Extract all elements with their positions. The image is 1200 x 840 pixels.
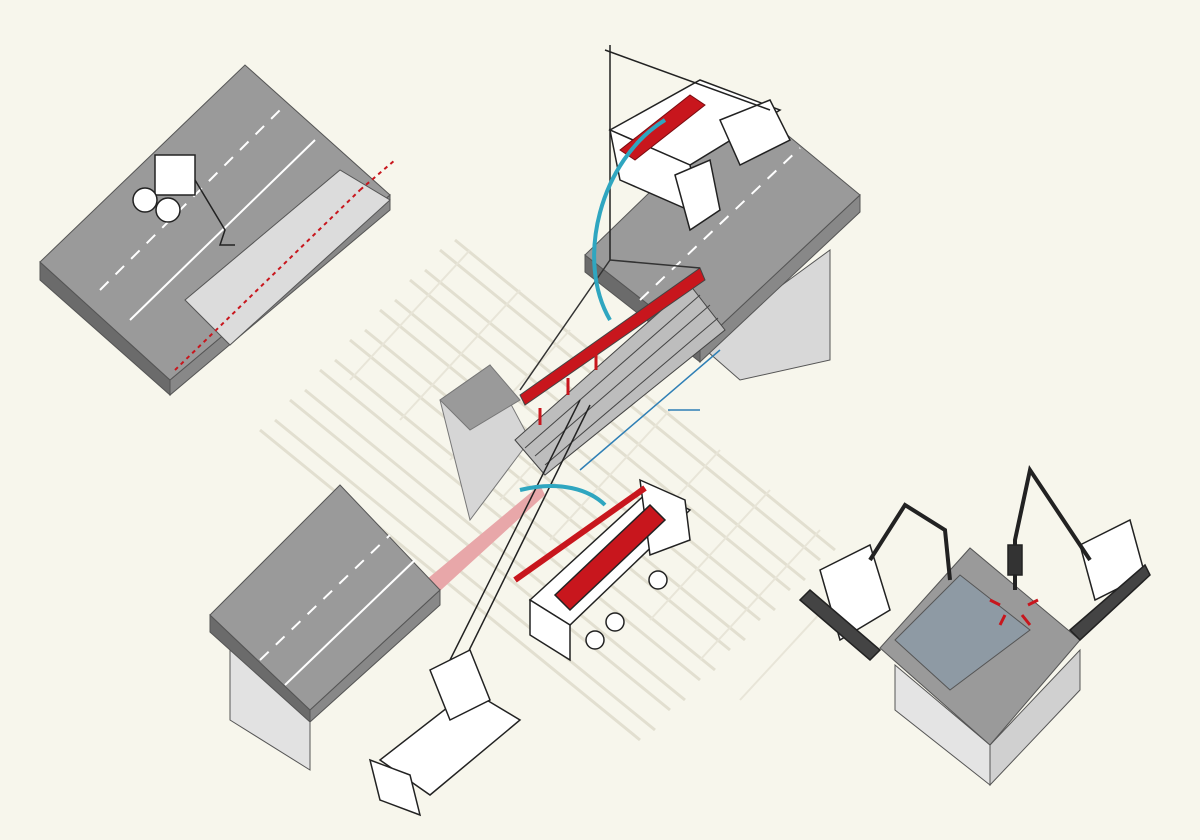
dump-truck	[513, 478, 692, 662]
impact-marks	[989, 598, 1039, 626]
rotate-arrow-top	[592, 118, 667, 322]
mobile-crane-bottom	[368, 399, 591, 817]
excavators	[798, 464, 1151, 662]
road-slab-bottom-left	[209, 484, 441, 771]
center-pier	[439, 364, 531, 522]
dimension-line	[579, 349, 721, 471]
pier-demolition	[879, 547, 1081, 787]
beams-on-trailer-top	[619, 94, 706, 161]
road-slab-milling	[39, 64, 396, 397]
road-slab-top-right	[584, 99, 861, 381]
lift-arrows	[538, 353, 598, 425]
rotate-arrow-bottom	[519, 483, 607, 507]
bridge-beams	[420, 267, 726, 600]
milling-machine	[132, 154, 235, 246]
